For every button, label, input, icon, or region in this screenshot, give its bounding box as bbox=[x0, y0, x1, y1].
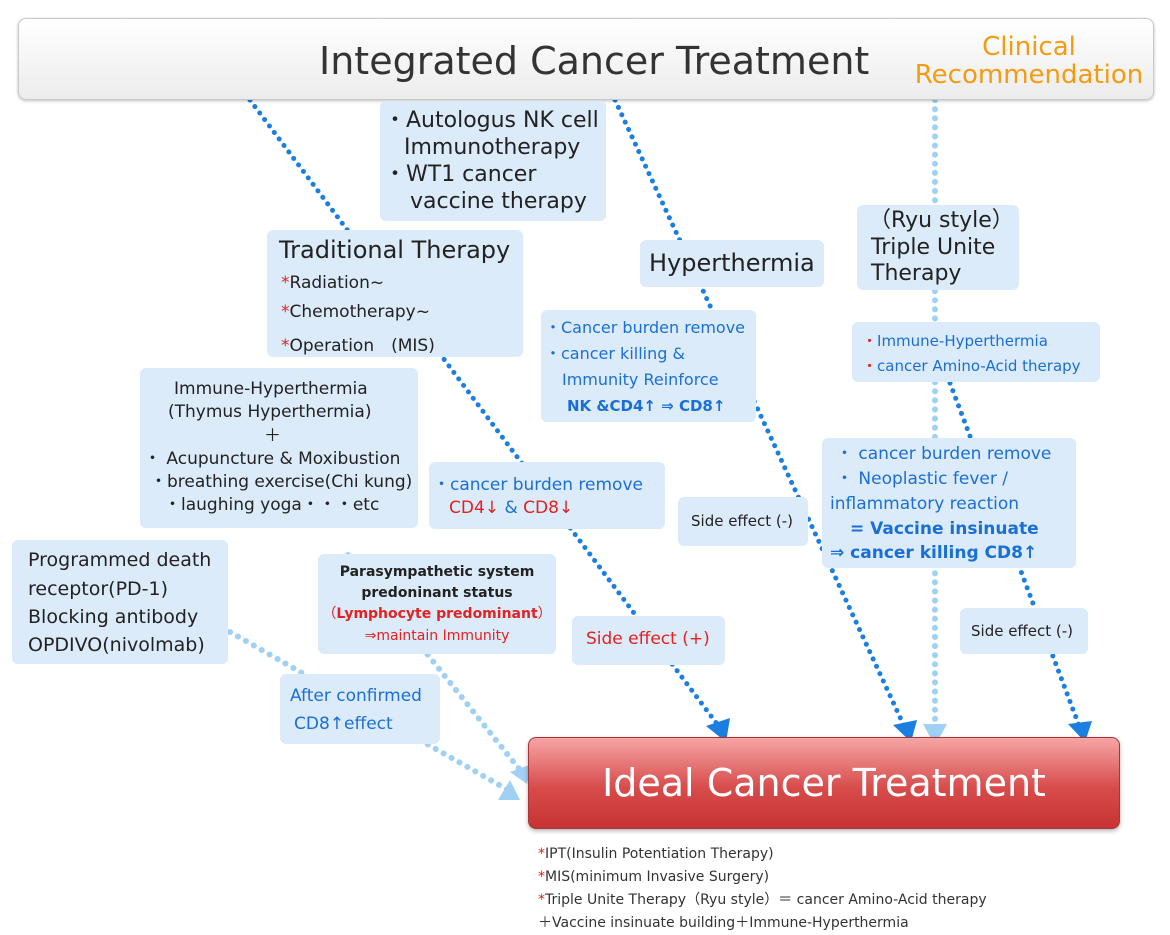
arrowhead-parasym bbox=[510, 764, 532, 784]
arrowhead-hyper bbox=[893, 720, 917, 742]
arrowhead-rec bbox=[923, 724, 947, 746]
ryu-line-3: Therapy bbox=[871, 261, 962, 286]
hyper-effect-line-2: ・cancer killing & bbox=[545, 344, 685, 363]
traditional-effects-box: ・cancer burden remove CD4↓ & CD8↓ bbox=[429, 462, 665, 529]
immune-line-5: ・breathing exercise(Chi kung) bbox=[150, 472, 413, 492]
bullet-mark: ・ bbox=[862, 357, 878, 375]
ryu-effects-box: ・ cancer burden remove ・ Neoplastic feve… bbox=[822, 438, 1076, 568]
hyper-effect-line-4: NK &CD4↑ ⇒ CD8↑ bbox=[567, 397, 726, 415]
after-line-1: After confirmed bbox=[290, 686, 422, 706]
immune-line-4: ・ Acupuncture & Moxibustion bbox=[144, 449, 401, 469]
ryu-line-2: Triple Unite bbox=[871, 235, 996, 260]
ryu-effect-line-5: ⇒ cancer killing CD8↑ bbox=[830, 543, 1038, 563]
nk-line-4: vaccine therapy bbox=[410, 189, 587, 214]
parasym-line-4: ⇒maintain Immunity bbox=[364, 628, 510, 644]
immune-plus: ＋ bbox=[264, 426, 281, 446]
hyperthermia-effects-box: ・Cancer burden remove ・cancer killing & … bbox=[541, 310, 756, 422]
asterisk-mark: * bbox=[281, 302, 290, 322]
traditional-item-chemotherapy: *Chemotherapy~ bbox=[281, 302, 430, 322]
nk-line-1: ・Autologus NK cell bbox=[384, 108, 599, 133]
after-confirmed-box: After confirmed CD8↑effect bbox=[280, 674, 440, 744]
hyper-effect-line-3: Immunity Reinforce bbox=[562, 370, 719, 389]
parasym-line-3: （Lymphocyte predominant） bbox=[322, 606, 552, 622]
cd4-down: CD4↓ bbox=[449, 498, 500, 518]
side-effect-plus-label: Side effect (+) bbox=[586, 629, 710, 649]
after-line-2: CD8↑effect bbox=[294, 714, 393, 734]
ryu-effect-line-2: ・ Neoplastic fever / bbox=[836, 469, 1008, 489]
recommendation-line-2: Recommendation bbox=[914, 60, 1144, 90]
side-effect-minus-label-2: Side effect (-) bbox=[971, 622, 1074, 640]
side-effect-minus-box-2: Side effect (-) bbox=[960, 608, 1088, 654]
ryu-effect-line-3: inflammatory reaction bbox=[830, 494, 1020, 514]
ryu-effect-line-1: ・ cancer burden remove bbox=[836, 444, 1052, 464]
hyperthermia-title: Hyperthermia bbox=[649, 249, 815, 277]
footnote-mis: *MIS(minimum Invasive Surgery) bbox=[538, 869, 770, 885]
ideal-cancer-treatment-box: Ideal Cancer Treatment bbox=[528, 737, 1120, 829]
pd1-blocking-box: Programmed death receptor(PD-1) Blocking… bbox=[12, 540, 228, 664]
ryu-item-immune: ・Immune-Hyperthermia bbox=[862, 332, 1048, 350]
nk-line-2: Immunotherapy bbox=[404, 135, 581, 160]
clinical-recommendation-label: Clinical Recommendation bbox=[889, 33, 1169, 89]
traditional-therapy-box: Traditional Therapy *Radiation~ *Chemoth… bbox=[267, 230, 523, 357]
side-effect-minus-box-1: Side effect (-) bbox=[678, 497, 808, 546]
asterisk-mark: * bbox=[281, 273, 290, 293]
pd1-line-4: OPDIVO(nivolmab) bbox=[28, 634, 205, 656]
traditional-item-operation: *Operation (MIS) bbox=[281, 336, 435, 356]
cd8-down: CD8↓ bbox=[523, 498, 574, 518]
arrow-pd1-to-ideal bbox=[227, 629, 511, 793]
nk-immunotherapy-box: ・Autologus NK cell Immunotherapy ・WT1 ca… bbox=[380, 101, 606, 221]
arrowhead-pd1 bbox=[498, 780, 520, 800]
arrowhead-ryu bbox=[1068, 721, 1092, 742]
page-title: Integrated Cancer Treatment bbox=[319, 39, 870, 83]
ideal-title: Ideal Cancer Treatment bbox=[602, 761, 1046, 805]
lymphocyte-predominant: Lymphocyte predominant bbox=[336, 606, 538, 622]
hyperthermia-box: Hyperthermia bbox=[640, 240, 824, 287]
ryu-line-1: （Ryu style） bbox=[869, 208, 1014, 233]
trad-effect-cd-line: CD4↓ & CD8↓ bbox=[449, 498, 573, 518]
ryu-effect-line-4: = Vaccine insinuate bbox=[850, 519, 1039, 539]
nk-line-3: ・WT1 cancer bbox=[384, 162, 537, 187]
side-effect-minus-label-1: Side effect (-) bbox=[691, 512, 794, 530]
bullet-mark: ・ bbox=[862, 332, 878, 350]
header-banner: Integrated Cancer Treatment Clinical Rec… bbox=[18, 18, 1154, 100]
traditional-item-radiation: *Radiation~ bbox=[281, 273, 385, 293]
immune-line-6: ・laughing yoga・・・etc bbox=[164, 495, 380, 515]
recommendation-line-1: Clinical bbox=[982, 32, 1076, 62]
immune-line-1: Immune-Hyperthermia bbox=[174, 379, 368, 399]
footnote-triple-unite: *Triple Unite Therapy（Ryu style）＝ cancer… bbox=[538, 892, 987, 908]
immune-hyperthermia-box: Immune-Hyperthermia (Thymus Hyperthermia… bbox=[140, 368, 418, 528]
immune-line-2: (Thymus Hyperthermia) bbox=[168, 402, 372, 422]
hyper-effect-line-1: ・Cancer burden remove bbox=[545, 318, 746, 337]
ampersand: & bbox=[504, 498, 518, 518]
asterisk-mark: * bbox=[281, 336, 290, 356]
pd1-line-2: receptor(PD-1) bbox=[28, 578, 169, 600]
arrow-hyper-to-ideal bbox=[612, 97, 908, 731]
footnote-continuation: ＋Vaccine insinuate building＋Immune-Hyper… bbox=[538, 915, 909, 931]
side-effect-plus-box: Side effect (+) bbox=[572, 616, 725, 665]
ryu-item-amino: ・cancer Amino-Acid therapy bbox=[862, 357, 1081, 375]
ryu-therapy-items-box: ・Immune-Hyperthermia ・cancer Amino-Acid … bbox=[852, 322, 1100, 382]
arrowhead-nk bbox=[706, 718, 730, 742]
trad-effect-line-1: ・cancer burden remove bbox=[433, 475, 643, 495]
footnotes: *IPT(Insulin Potentiation Therapy) *MIS(… bbox=[538, 843, 987, 935]
parasym-line-1: Parasympathetic system bbox=[339, 564, 535, 580]
pd1-line-1: Programmed death bbox=[28, 549, 212, 571]
ryu-style-box: （Ryu style） Triple Unite Therapy bbox=[857, 205, 1019, 290]
parasym-line-2: predoninant status bbox=[361, 585, 513, 601]
traditional-title: Traditional Therapy bbox=[279, 236, 511, 264]
pd1-line-3: Blocking antibody bbox=[28, 606, 199, 628]
footnote-ipt: *IPT(Insulin Potentiation Therapy) bbox=[538, 846, 774, 862]
parasympathetic-box: Parasympathetic system predoninant statu… bbox=[318, 554, 556, 654]
